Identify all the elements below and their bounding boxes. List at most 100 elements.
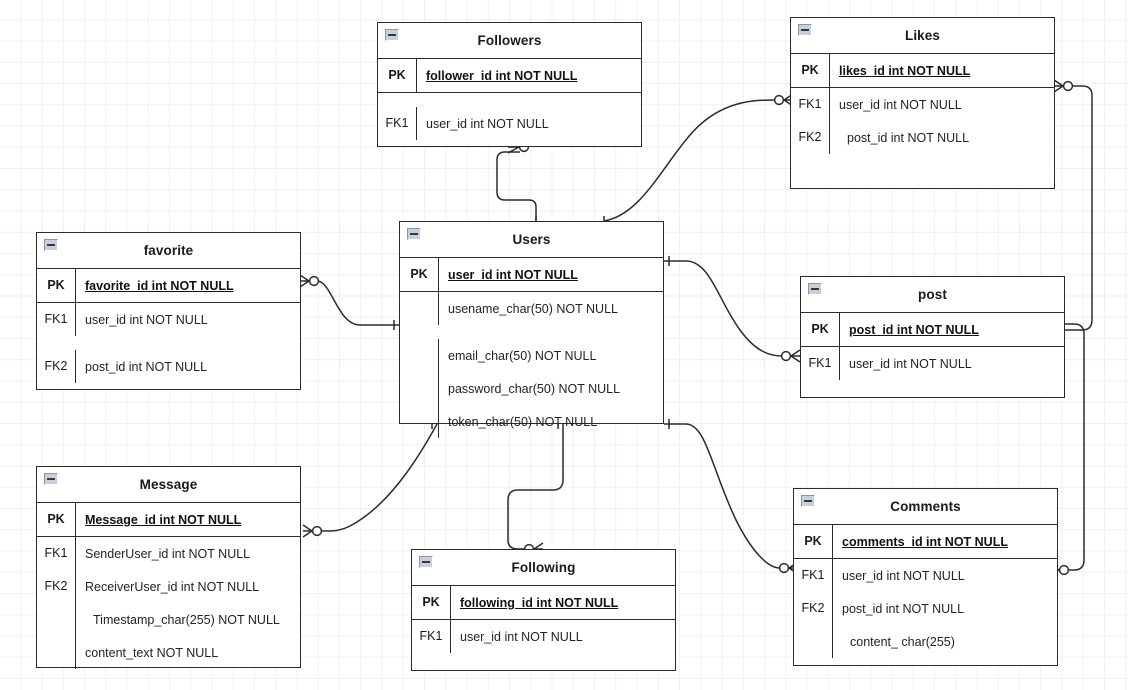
table-row: FK1 user_id int NOT NULL	[378, 107, 641, 140]
pk-block: PK user_id int NOT NULL	[400, 258, 663, 292]
entity-followers[interactable]: Followers PK follower_id int NOT NULL FK…	[377, 22, 642, 147]
entity-title: Followers	[477, 33, 542, 48]
minimize-icon[interactable]	[407, 228, 421, 240]
key-label: PK	[801, 63, 819, 78]
row-spacer	[378, 93, 641, 107]
entity-title: Message	[139, 477, 198, 492]
minimize-icon[interactable]	[44, 239, 58, 251]
entity-title: Likes	[904, 28, 941, 43]
table-row: FK2 post_id int NOT NULL	[791, 121, 1054, 154]
key-label: FK1	[385, 116, 409, 131]
key-label: FK1	[801, 568, 825, 583]
table-row: FK1 SenderUser_id int NOT NULL	[37, 537, 300, 570]
attribute-label: ReceiverUser_id int NOT NULL	[75, 570, 300, 603]
entity-post[interactable]: post PK post_id int NOT NULL FK1 user_id…	[800, 276, 1065, 398]
relationship-users-favorite	[299, 274, 399, 330]
relationship-users-post	[664, 256, 801, 363]
minimize-icon[interactable]	[801, 495, 815, 507]
key-label: PK	[388, 68, 406, 83]
entity-comments[interactable]: Comments PK comments_id int NOT NULL FK1…	[793, 488, 1058, 666]
table-row: FK1 user_id int NOT NULL	[794, 559, 1057, 592]
table-row: usename_char(50) NOT NULL	[400, 292, 663, 325]
entity-header-comments: Comments	[794, 489, 1057, 525]
attribute-label: Timestamp_char(255) NOT NULL	[75, 603, 300, 636]
entity-header-likes: Likes	[791, 18, 1054, 54]
attribute-label: post_id int NOT NULL	[832, 592, 1057, 625]
entity-title: Following	[511, 560, 576, 575]
table-row-pk: PK favorite_id int NOT NULL	[37, 269, 300, 302]
minimize-icon[interactable]	[44, 473, 58, 485]
attribute-rows: FK1 user_id int NOT NULL	[801, 347, 1064, 380]
table-row-pk: PK follower_id int NOT NULL	[378, 59, 641, 92]
entity-title: post	[918, 287, 947, 302]
attribute-label: email_char(50) NOT NULL	[438, 339, 663, 372]
table-row: content_text NOT NULL	[37, 636, 300, 669]
minimize-icon[interactable]	[419, 556, 433, 568]
table-row: FK2 post_id int NOT NULL	[794, 592, 1057, 625]
attribute-label: user_id int NOT NULL	[450, 620, 675, 653]
key-label: PK	[811, 322, 829, 337]
attribute-label: token_char(50) NOT NULL	[438, 405, 663, 438]
attribute-rows: FK1 user_id int NOT NULL FK2 post_id int…	[791, 88, 1054, 154]
table-row: email_char(50) NOT NULL	[400, 339, 663, 372]
attribute-label: user_id int NOT NULL	[416, 107, 641, 140]
minimize-icon[interactable]	[808, 283, 822, 295]
entity-likes[interactable]: Likes PK likes_id int NOT NULL FK1 user_…	[790, 17, 1055, 189]
attribute-label: Message_id int NOT NULL	[75, 503, 300, 536]
attribute-label: user_id int NOT NULL	[839, 347, 1064, 380]
key-label: FK1	[808, 356, 832, 371]
entity-header-followers: Followers	[378, 23, 641, 59]
pk-block: PK follower_id int NOT NULL	[378, 59, 641, 93]
entity-title: Users	[512, 232, 551, 247]
attribute-rows: FK1 user_id int NOT NULL FK2 post_id int…	[794, 559, 1057, 658]
attribute-label: usename_char(50) NOT NULL	[438, 292, 663, 325]
entity-header-users: Users	[400, 222, 663, 258]
pk-block: PK following_id int NOT NULL	[412, 586, 675, 620]
attribute-rows: FK1 user_id int NOT NULL FK2 post_id int…	[37, 303, 300, 383]
key-label: FK1	[798, 97, 822, 112]
attribute-rows: FK1 user_id int NOT NULL	[378, 93, 641, 140]
table-row: password_char(50) NOT NULL	[400, 372, 663, 405]
entity-following[interactable]: Following PK following_id int NOT NULL F…	[411, 549, 676, 671]
attribute-rows: FK1 SenderUser_id int NOT NULL FK2 Recei…	[37, 537, 300, 669]
minimize-icon[interactable]	[385, 29, 399, 41]
attribute-label: likes_id int NOT NULL	[829, 54, 1054, 87]
table-row-pk: PK comments_id int NOT NULL	[794, 525, 1057, 558]
attribute-label: user_id int NOT NULL	[438, 258, 663, 291]
key-label: FK2	[44, 359, 68, 374]
entity-title: Comments	[890, 499, 961, 514]
attribute-label: follower_id int NOT NULL	[416, 59, 641, 92]
table-row: FK1 user_id int NOT NULL	[37, 303, 300, 336]
table-row: content_ char(255)	[794, 625, 1057, 658]
attribute-label: favorite_id int NOT NULL	[75, 269, 300, 302]
key-label: PK	[47, 512, 65, 527]
attribute-label: content_ char(255)	[832, 625, 1057, 658]
table-row-pk: PK user_id int NOT NULL	[400, 258, 663, 291]
attribute-label: password_char(50) NOT NULL	[438, 372, 663, 405]
pk-block: PK comments_id int NOT NULL	[794, 525, 1057, 559]
key-label: FK2	[44, 579, 68, 594]
table-row: FK1 user_id int NOT NULL	[412, 620, 675, 653]
relationship-users-following	[507, 419, 564, 556]
entity-header-following: Following	[412, 550, 675, 586]
table-row: FK2 post_id int NOT NULL	[37, 350, 300, 383]
key-label: FK2	[798, 130, 822, 145]
entity-header-post: post	[801, 277, 1064, 313]
entity-header-favorite: favorite	[37, 233, 300, 269]
table-row: Timestamp_char(255) NOT NULL	[37, 603, 300, 636]
entity-favorite[interactable]: favorite PK favorite_id int NOT NULL FK1…	[36, 232, 301, 390]
attribute-label: following_id int NOT NULL	[450, 586, 675, 619]
minimize-icon[interactable]	[798, 24, 812, 36]
table-row: token_char(50) NOT NULL	[400, 405, 663, 438]
entity-message[interactable]: Message PK Message_id int NOT NULL FK1 S…	[36, 466, 301, 669]
attribute-rows: FK1 user_id int NOT NULL	[412, 620, 675, 653]
key-label: FK1	[44, 546, 68, 561]
attribute-label: post_id int NOT NULL	[829, 121, 1054, 154]
pk-block: PK post_id int NOT NULL	[801, 313, 1064, 347]
attribute-label: post_id int NOT NULL	[839, 313, 1064, 346]
entity-users[interactable]: Users PK user_id int NOT NULL usename_ch…	[399, 221, 664, 438]
attribute-label: comments_id int NOT NULL	[832, 525, 1057, 558]
table-row: FK1 user_id int NOT NULL	[801, 347, 1064, 380]
relationship-users-comments	[664, 419, 799, 575]
